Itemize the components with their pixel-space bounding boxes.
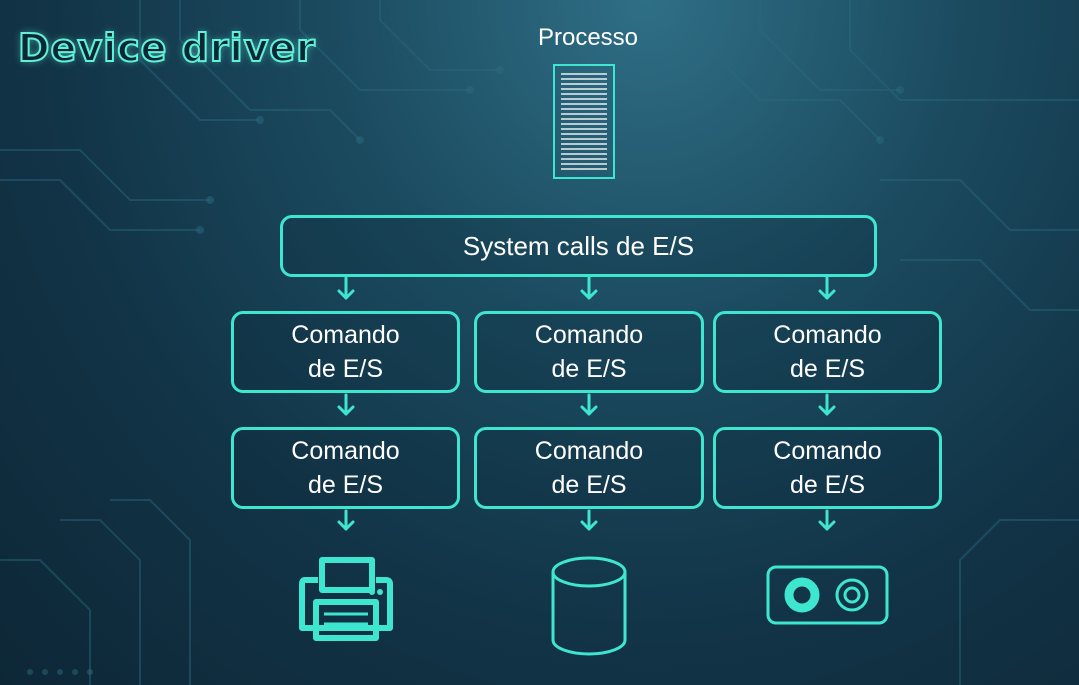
io-command-box: Comando de E/S (713, 311, 942, 393)
io-command-line2: de E/S (789, 355, 866, 383)
io-command-line2: de E/S (307, 355, 384, 383)
io-command-box: Comando de E/S (474, 427, 704, 509)
page-title: Device driver (17, 25, 316, 71)
process-label: Processo (537, 24, 639, 51)
io-command-line1: Comando (534, 321, 644, 349)
io-command-line1: Comando (291, 437, 400, 465)
io-command-line1: Comando (773, 321, 882, 349)
system-calls-label: System calls de E/S (462, 231, 695, 261)
io-command-line2: de E/S (551, 471, 627, 499)
io-command-box: Comando de E/S (713, 427, 942, 509)
io-command-box: Comando de E/S (474, 311, 704, 393)
io-command-line2: de E/S (789, 471, 866, 499)
process-document-icon (553, 64, 615, 179)
io-command-line2: de E/S (551, 355, 627, 383)
system-calls-box: System calls de E/S (280, 215, 877, 277)
io-command-box: Comando de E/S (231, 427, 460, 509)
io-command-line2: de E/S (307, 471, 384, 499)
io-command-line1: Comando (534, 437, 644, 465)
io-command-line1: Comando (773, 437, 882, 465)
io-command-line1: Comando (291, 321, 400, 349)
io-command-box: Comando de E/S (231, 311, 460, 393)
